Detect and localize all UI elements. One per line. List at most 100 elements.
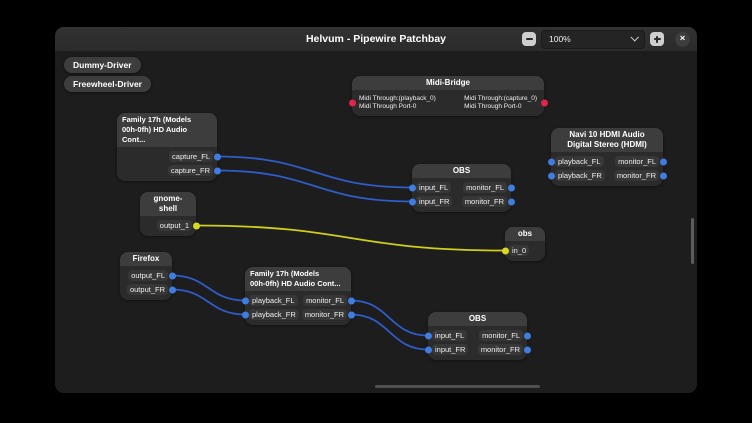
port-midi-bridge.playback[interactable]: Midi Through:(playback_0) Midi Through P… [359, 94, 436, 110]
port-family-bottom.monitor_FL[interactable]: monitor_FL [303, 295, 347, 306]
port-navi.monitor_FR[interactable]: monitor_FR [613, 170, 659, 181]
port-dot-firefox.output_FR[interactable] [168, 286, 176, 293]
port-navi.playback_FR[interactable]: playback_FR [555, 170, 605, 181]
vertical-scrollbar-thumb[interactable] [691, 218, 694, 264]
port-row: playback_FL monitor_FL [241, 294, 355, 307]
port-dot-navi.monitor_FL[interactable] [659, 158, 667, 165]
connection-gnome-shell.output_1-obs-sink.in_0[interactable] [195, 224, 506, 252]
port-navi.monitor_FL[interactable]: monitor_FL [615, 156, 659, 167]
connection-firefox.output_FL-family-bottom.playback_FL[interactable] [171, 274, 246, 302]
node-obs-bottom[interactable]: OBS input_FL monitor_FL input_FR monitor_FR [424, 312, 531, 360]
node-family-top[interactable]: Family 17h (Models 00h-0fh) HD Audio Con… [117, 113, 221, 181]
port-obs-sink.in_0[interactable]: in_0 [509, 245, 530, 256]
port-midi-bridge.capture[interactable]: Midi Through:(capture_0) Midi Through Po… [464, 94, 537, 110]
port-dot-family-bottom.playback_FR[interactable] [241, 311, 249, 318]
node-family-bottom[interactable]: Family 17h (Models 00h-0fh) HD Audio Con… [241, 267, 355, 325]
port-dot-gnome-shell.output_1[interactable] [192, 222, 200, 229]
port-gnome-shell.output_1[interactable]: output_1 [156, 220, 192, 231]
node-title: Family 17h (Models 00h-0fh) HD Audio Con… [245, 267, 351, 291]
port-obs-bottom.monitor_FR[interactable]: monitor_FR [477, 344, 523, 355]
port-dot-obs-top.input_FL[interactable] [408, 184, 416, 191]
port-dot-obs-top.monitor_FL[interactable] [507, 184, 515, 191]
port-family-bottom.monitor_FR[interactable]: monitor_FR [301, 309, 347, 320]
node-title: Dummy-Driver [64, 57, 141, 73]
node-firefox[interactable]: Firefox output_FL output_FR [120, 252, 176, 300]
connection-family-bottom.monitor_FR-obs-bottom.input_FR[interactable] [350, 313, 429, 351]
app-window: Helvum - Pipewire Patchbay 100% × Dummy-… [55, 27, 697, 393]
port-obs-top.input_FR[interactable]: input_FR [416, 196, 453, 207]
port-family-bottom.playback_FL[interactable]: playback_FL [249, 295, 298, 306]
node-freewheel-driver[interactable]: Freewheel-Driver [64, 76, 151, 92]
node-ports: playback_FL monitor_FL playback_FR monitor_… [547, 152, 667, 186]
port-dot-navi.playback_FL[interactable] [547, 158, 555, 165]
port-firefox.output_FL[interactable]: output_FL [128, 270, 168, 281]
zoom-in-button[interactable] [650, 32, 664, 46]
node-ports: Midi Through:(playback_0) Midi Through P… [348, 90, 548, 116]
node-title: OBS [428, 312, 527, 326]
node-title: obs [505, 227, 545, 241]
node-ports: input_FL monitor_FL input_FR monitor_FR [408, 178, 515, 212]
zoom-out-button[interactable] [522, 32, 536, 46]
close-icon: × [679, 33, 686, 45]
port-dot-family-top.capture_FL[interactable] [213, 153, 221, 160]
port-row: capture_FL [117, 150, 221, 163]
node-dummy-driver[interactable]: Dummy-Driver [64, 57, 141, 73]
connection-family-top.capture_FR-obs-top.input_FR[interactable] [216, 169, 413, 203]
port-obs-top.input_FL[interactable]: input_FL [416, 182, 452, 193]
close-button[interactable]: × [675, 31, 690, 47]
port-row: output_FR [120, 283, 176, 296]
titlebar[interactable]: Helvum - Pipewire Patchbay 100% × [55, 27, 697, 52]
port-obs-top.monitor_FL[interactable]: monitor_FL [463, 182, 507, 193]
port-row: input_FL monitor_FL [424, 329, 531, 342]
port-dot-obs-bottom.input_FR[interactable] [424, 346, 432, 353]
zoom-level-value: 100% [549, 34, 571, 44]
port-dot-family-bottom.playback_FL[interactable] [241, 297, 249, 304]
port-obs-bottom.input_FL[interactable]: input_FL [432, 330, 468, 341]
port-obs-top.monitor_FR[interactable]: monitor_FR [461, 196, 507, 207]
port-dot-midi-bridge.capture[interactable] [540, 99, 548, 106]
port-dot-navi.playback_FR[interactable] [547, 172, 555, 179]
port-dot-navi.monitor_FR[interactable] [659, 172, 667, 179]
node-ports: output_1 [140, 216, 200, 236]
node-title: Freewheel-Driver [64, 76, 151, 92]
port-firefox.output_FR[interactable]: output_FR [126, 284, 168, 295]
port-dot-obs-top.monitor_FR[interactable] [507, 198, 515, 205]
node-ports: input_FL monitor_FL input_FR monitor_FR [424, 326, 531, 360]
port-dot-obs-bottom.monitor_FL[interactable] [523, 332, 531, 339]
port-family-bottom.playback_FR[interactable]: playback_FR [249, 309, 299, 320]
port-family-top.capture_FR[interactable]: capture_FR [167, 165, 213, 176]
port-row: input_FR monitor_FR [408, 195, 515, 208]
port-obs-bottom.monitor_FL[interactable]: monitor_FL [479, 330, 523, 341]
port-dot-family-bottom.monitor_FL[interactable] [347, 297, 355, 304]
port-dot-family-bottom.monitor_FR[interactable] [347, 311, 355, 318]
port-navi.playback_FL[interactable]: playback_FL [555, 156, 604, 167]
port-dot-obs-sink.in_0[interactable] [501, 247, 509, 254]
node-title: Firefox [120, 252, 172, 266]
port-dot-firefox.output_FL[interactable] [168, 272, 176, 279]
port-dot-family-top.capture_FR[interactable] [213, 167, 221, 174]
horizontal-scrollbar-thumb[interactable] [375, 385, 540, 388]
node-navi-hdmi[interactable]: Navi 10 HDMI Audio Digital Stereo (HDMI)… [547, 128, 667, 186]
port-dot-midi-bridge.playback[interactable] [348, 99, 356, 106]
connection-firefox.output_FR-family-bottom.playback_FR[interactable] [171, 288, 246, 316]
port-row: input_FL monitor_FL [408, 181, 515, 194]
port-family-top.capture_FL[interactable]: capture_FL [169, 151, 213, 162]
connection-family-top.capture_FL-obs-top.input_FL[interactable] [216, 155, 413, 189]
connection-family-bottom.monitor_FL-obs-bottom.input_FL[interactable] [350, 299, 429, 337]
node-obs-sink[interactable]: obs in_0 [501, 227, 545, 261]
port-dot-obs-bottom.monitor_FR[interactable] [523, 346, 531, 353]
port-obs-bottom.input_FR[interactable]: input_FR [432, 344, 469, 355]
port-row: output_1 [140, 219, 200, 232]
port-dot-obs-top.input_FR[interactable] [408, 198, 416, 205]
port-row: playback_FL monitor_FL [547, 155, 667, 168]
port-row: output_FL [120, 269, 176, 282]
zoom-level-dropdown[interactable]: 100% [541, 29, 645, 49]
port-dot-obs-bottom.input_FL[interactable] [424, 332, 432, 339]
port-row: playback_FR monitor_FR [547, 169, 667, 182]
